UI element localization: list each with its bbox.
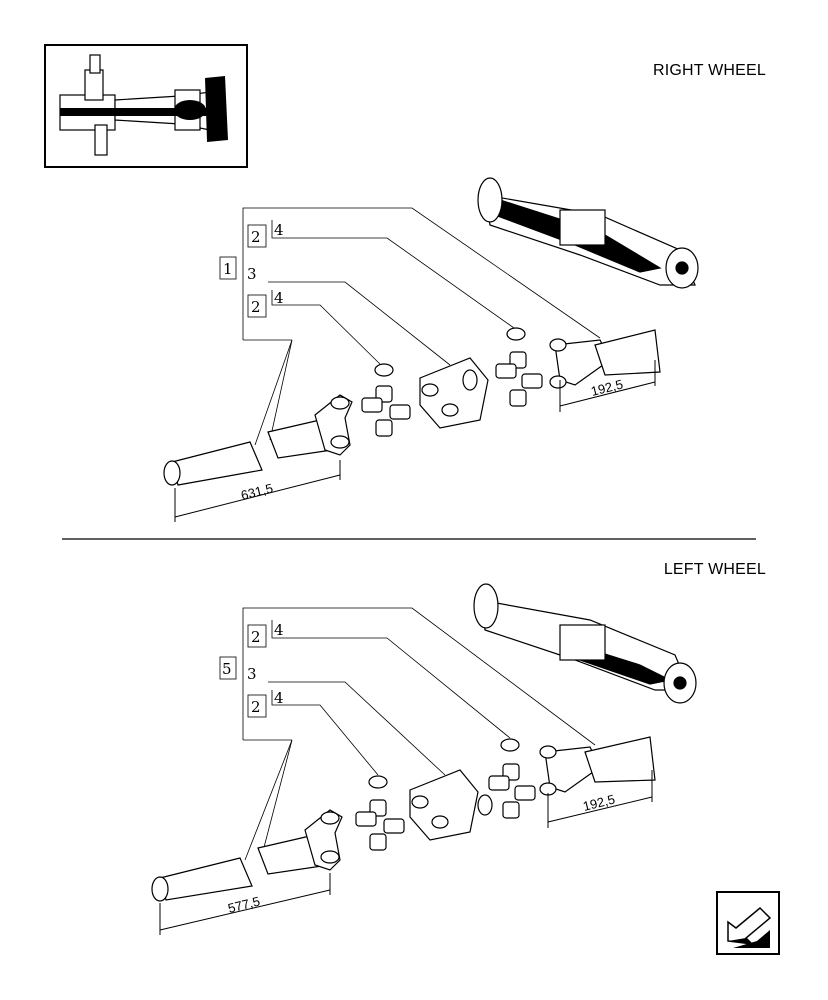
bottom-ref-part-b: 4 [274, 689, 284, 707]
top-callout-frame [219, 207, 601, 446]
top-ref-part-a: 4 [274, 221, 284, 239]
bottom-axle-overview [473, 583, 697, 704]
top-dimension-short: 192,5 [589, 376, 624, 398]
top-exploded-parts [163, 327, 661, 486]
bottom-ref-main: 5 [222, 660, 232, 678]
top-dimension-lines [174, 360, 656, 522]
next-page-arrow-icon[interactable] [716, 891, 780, 955]
top-axle-overview [477, 177, 699, 289]
bottom-ref-box-b: 2 [251, 698, 261, 716]
bottom-section-title: LEFT WHEEL [664, 561, 766, 578]
top-ref-main: 1 [223, 260, 233, 278]
top-ref-box-b: 2 [251, 298, 261, 316]
bottom-dimension-long: 577,5 [226, 893, 261, 915]
bottom-dimension-lines [159, 770, 653, 935]
top-dimension-long: 631,5 [239, 480, 274, 502]
top-section-title: RIGHT WHEEL [653, 62, 766, 79]
bottom-ref-box-a: 2 [251, 628, 261, 646]
bottom-exploded-parts [151, 736, 656, 902]
bottom-ref-part-mid: 3 [247, 665, 257, 683]
top-ref-part-mid: 3 [247, 265, 257, 283]
top-ref-box-a: 2 [251, 228, 261, 246]
bottom-dimension-short: 192,5 [581, 791, 616, 813]
bottom-ref-part-a: 4 [274, 621, 284, 639]
bottom-callout-frame [219, 607, 596, 861]
top-ref-part-b: 4 [274, 289, 284, 307]
axle-assembly-thumbnail[interactable] [44, 44, 248, 168]
